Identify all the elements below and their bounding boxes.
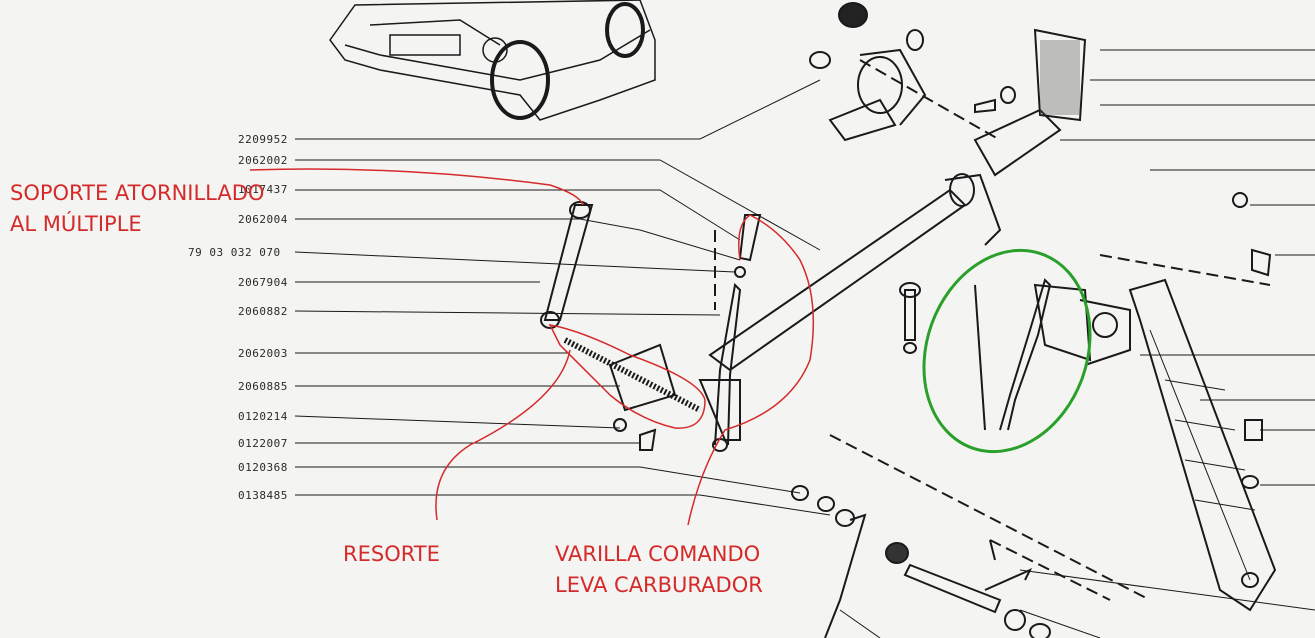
part-label-0120214: 0120214 — [238, 410, 288, 423]
throttle-linkage — [540, 201, 762, 452]
annotation-soporte-line2: AL MÚLTIPLE — [10, 212, 142, 236]
part-label-2209952: 2209952 — [238, 133, 288, 146]
soporte-pointer — [249, 168, 584, 206]
varilla-pointer — [687, 214, 815, 526]
part-label-0120368: 0120368 — [238, 461, 288, 474]
annotation-varilla: VARILLA COMANDO LEVA CARBURADOR — [555, 539, 763, 601]
car-illustration — [329, 0, 656, 121]
part-label-2060885: 2060885 — [238, 380, 288, 393]
annotation-resorte: RESORTE — [343, 542, 440, 566]
part-label-1017437: 1017437 — [238, 183, 288, 196]
annotation-varilla-line2: LEVA CARBURADOR — [555, 573, 763, 597]
bottom-hardware — [791, 485, 1051, 638]
leader-lines — [294, 49, 1315, 638]
annotation-soporte-line1: SOPORTE ATORNILLADO — [10, 181, 265, 205]
part-label-0138485: 0138485 — [238, 489, 288, 502]
part-label-0122007: 0122007 — [238, 437, 288, 450]
part-label-2062002: 2062002 — [238, 154, 288, 167]
annotation-soporte: SOPORTE ATORNILLADO AL MÚLTIPLE — [10, 178, 264, 240]
part-label-2062003: 2062003 — [238, 347, 288, 360]
resorte-pointer — [435, 349, 571, 521]
part-label-2060882: 2060882 — [238, 305, 288, 318]
part-label-79030320: 79 03 032 070 — [188, 246, 281, 259]
part-label-2067904: 2067904 — [238, 276, 288, 289]
accelerator-shaft — [708, 2, 1087, 372]
part-label-2062004: 2062004 — [238, 213, 288, 226]
assembly-axes — [714, 59, 1271, 601]
pedal-assembly — [899, 192, 1277, 612]
highlight-circle — [922, 248, 1092, 454]
spring-outline — [548, 324, 706, 429]
annotation-curves — [249, 168, 815, 526]
annotation-varilla-line1: VARILLA COMANDO — [555, 542, 761, 566]
